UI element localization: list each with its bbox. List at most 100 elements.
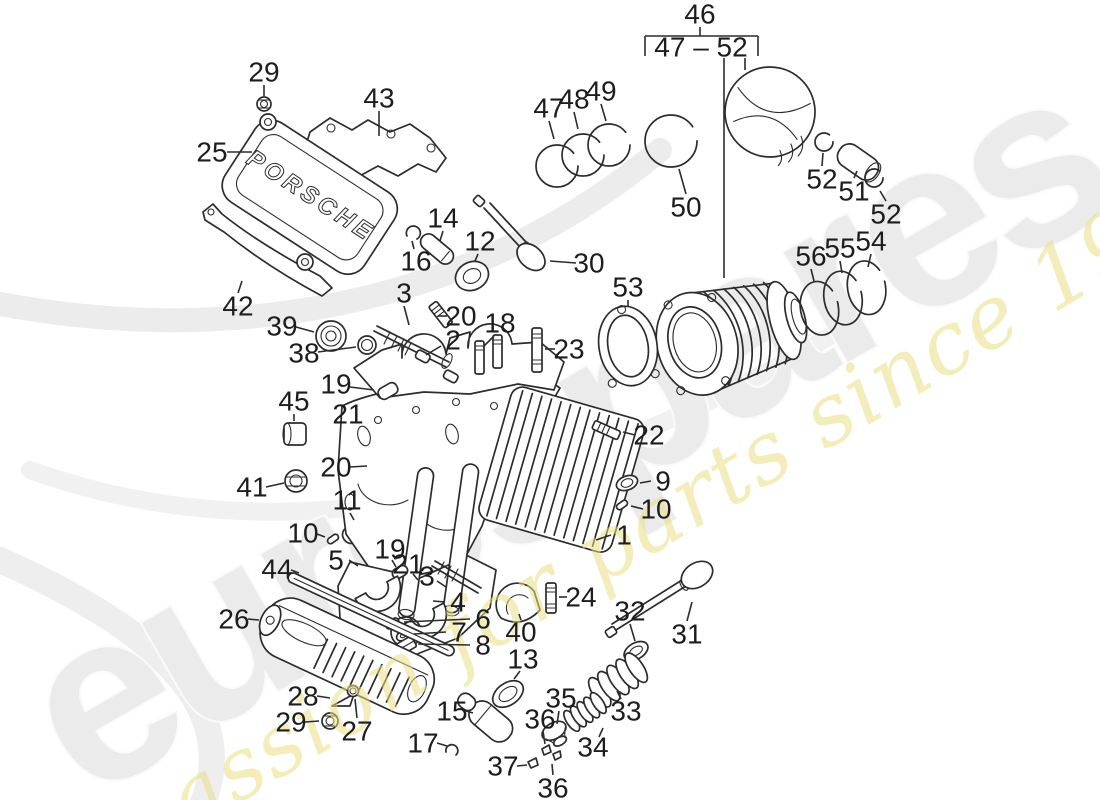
part-number-5: 5 [328,545,344,576]
part-number-40: 40 [505,617,536,648]
cylinder-barrel [655,280,808,396]
leader-line [474,253,479,262]
pin-circlip [814,132,834,152]
tappet-clip [445,743,459,756]
cylinder-sealing-rings [799,260,887,336]
part-number-38: 38 [288,338,319,369]
bracket-range-label: 47 – 52 [654,32,747,63]
pushrod-tubes [397,463,480,621]
part-number-14: 14 [427,203,458,234]
leader-line [482,335,495,348]
leader-line [316,695,331,699]
leader-line [436,742,448,747]
part-number-29: 29 [248,57,279,88]
part-number-6: 6 [475,604,491,635]
hex-nut-top [256,96,272,112]
group-bracket [644,35,759,278]
stud-top [428,300,453,329]
part-number-31: 31 [671,619,702,650]
leader-line [630,505,644,510]
part-number-34: 34 [577,732,608,763]
leader-line [678,168,687,195]
part-number-47: 47 [533,93,564,124]
part-number-29: 29 [275,707,306,738]
leader-line [354,698,358,719]
leader-line [425,345,442,356]
leader-line [598,727,604,738]
rocker-shaft-lower [431,560,482,594]
part-number-37: 37 [487,751,518,782]
part-number-21: 21 [392,549,423,580]
part-number-32: 32 [614,596,645,627]
part-number-51: 51 [838,176,869,207]
part-number-4: 4 [450,587,466,618]
sealing-plug [315,320,347,352]
grooved-plug [284,469,308,493]
part-number-36: 36 [524,704,555,735]
leader-line [879,190,887,202]
leader-line [349,386,375,391]
valve-intake [472,194,546,272]
piston [724,66,816,167]
leader-line [616,690,622,700]
leader-line [573,111,579,130]
part-number-15: 15 [436,696,467,727]
half-moon-seal [495,582,541,623]
leader-line [348,559,359,567]
leader-line [237,280,243,294]
part-number-23: 23 [553,334,584,365]
dowel-19 [377,381,399,401]
leader-line [413,631,447,635]
studs-18 [474,334,503,375]
leader-line [295,326,315,333]
part-number-7: 7 [451,617,467,648]
piston-rings [535,123,631,188]
small-pin [326,533,340,545]
leader-line [513,670,521,680]
part-number-16: 16 [400,246,431,277]
leader-line [853,170,858,179]
part-number-3: 3 [419,561,435,592]
part-number-2: 2 [445,325,461,356]
leader-line [839,260,843,274]
wedge-28 [331,693,355,707]
part-number-42: 42 [222,291,253,322]
part-number-43: 43 [363,83,394,114]
part-number-22: 22 [633,420,664,451]
part-number-21: 21 [332,399,363,430]
part-number-8: 8 [475,630,491,661]
part-number-10: 10 [287,518,318,549]
leader-line [810,268,815,282]
part-number-45: 45 [278,386,309,417]
part-number-25: 25 [196,137,227,168]
valve-spring-outer [587,652,649,708]
part-number-36: 36 [537,773,568,800]
leader-line [439,230,444,242]
leader-line [411,240,415,250]
leader-line [551,763,554,776]
part-number-46: 46 [684,0,715,30]
part-number-10: 10 [640,494,671,525]
leader-line [290,569,300,574]
rocker-plate [353,323,565,399]
lower-gasket [287,572,455,657]
valve-keepers [527,744,562,769]
leader-line [821,152,824,167]
leader-line [542,730,546,745]
leader-line [465,710,474,714]
leader-line [403,305,410,326]
leader-line [349,512,355,521]
leader-line [867,253,872,268]
leader-line [629,623,636,642]
leader-line [436,580,447,588]
pin-circlip [864,168,884,188]
part-number-20: 20 [320,452,351,483]
stud-24 [545,582,557,614]
part-number-56: 56 [795,241,826,272]
part-number-53: 53 [612,272,643,303]
part-number-18: 18 [484,308,515,339]
leader-line [349,465,368,468]
part-number-52: 52 [870,199,901,230]
leader-line [403,618,471,623]
